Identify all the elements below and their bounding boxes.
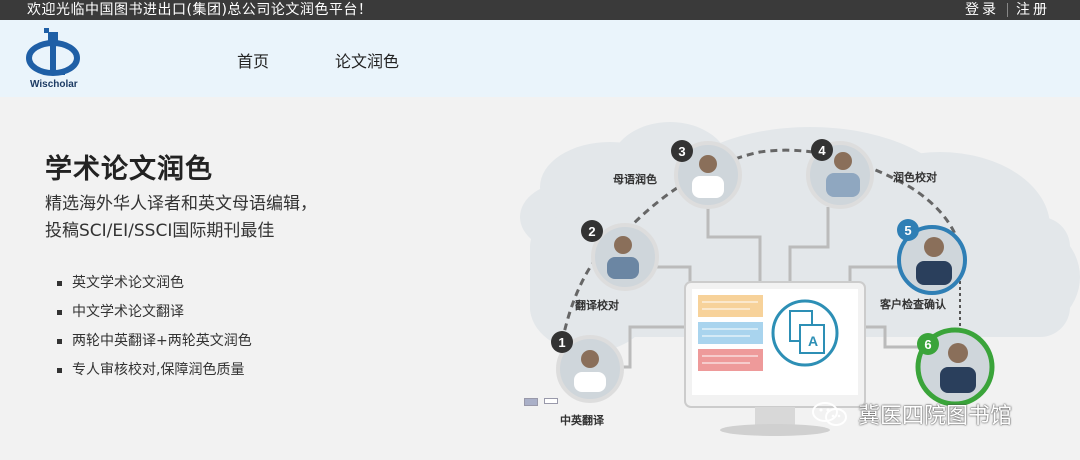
feature-item: 中文学术论文翻译 — [57, 302, 252, 331]
hero-subtitle-line1: 精选海外华人译者和英文母语编辑， — [45, 194, 317, 214]
svg-text:2: 2 — [588, 224, 595, 239]
step-node-3: 3 — [671, 140, 742, 209]
step-label-2: 翻译校对 — [575, 298, 619, 312]
nav-home[interactable]: 首页 — [237, 52, 270, 71]
logo-text: Wischolar — [30, 79, 78, 90]
wechat-icon — [812, 402, 847, 426]
nav-bar: Wischolar 首页 论文润色 — [0, 20, 1080, 97]
watermark: 冀医四院图书馆 — [812, 398, 1012, 430]
monitor-connectors — [590, 207, 920, 369]
bullet-icon — [57, 368, 62, 373]
wischolar-logo-icon[interactable] — [26, 28, 84, 90]
welcome-text: 欢迎光临中国图书进出口(集团)总公司论文润色平台！ — [27, 2, 373, 18]
step-node-6: 6 — [915, 327, 995, 407]
auth-links: 登录 注册 — [957, 0, 1058, 20]
pager-dot-active[interactable] — [524, 398, 538, 406]
top-bar: 欢迎光临中国图书进出口(集团)总公司论文润色平台！ 登录 注册 — [0, 0, 1080, 20]
step-label-1: 中英翻译 — [560, 413, 605, 427]
computer-monitor-icon: A — [684, 281, 866, 436]
watermark-text: 冀医四院图书馆 — [858, 404, 1013, 429]
step-node-1: 1 — [551, 331, 624, 403]
workflow-illustration: A 1 2 3 4 5 — [520, 122, 1080, 436]
feature-list: 英文学术论文润色 中文学术论文翻译 两轮中英翻译+两轮英文润色 专人审核校对,保… — [57, 273, 252, 389]
svg-text:3: 3 — [678, 144, 685, 159]
pager-dot[interactable] — [544, 398, 558, 404]
hero-title: 学术论文润色 — [45, 154, 213, 185]
step-label-5: 客户检查确认 — [879, 297, 947, 311]
carousel-pager — [524, 398, 558, 406]
svg-text:5: 5 — [904, 223, 911, 238]
hero-subtitle: 精选海外华人译者和英文母语编辑， 投稿SCI/EI/SSCI国际期刊最佳 — [45, 191, 317, 245]
svg-text:4: 4 — [818, 143, 826, 158]
nav-polish[interactable]: 论文润色 — [335, 52, 400, 71]
step-node-4: 4 — [806, 139, 874, 209]
hero-banner: 学术论文润色 精选海外华人译者和英文母语编辑， 投稿SCI/EI/SSCI国际期… — [0, 97, 1080, 460]
bullet-icon — [57, 310, 62, 315]
bullet-icon — [57, 339, 62, 344]
svg-text:6: 6 — [924, 337, 931, 352]
register-link[interactable]: 注册 — [1016, 2, 1050, 18]
svg-text:1: 1 — [558, 335, 565, 350]
feature-item: 专人审核校对,保障润色质量 — [57, 360, 252, 389]
login-link[interactable]: 登录 — [965, 2, 999, 18]
feature-item: 英文学术论文润色 — [57, 273, 252, 302]
auth-divider — [1007, 3, 1008, 17]
feature-item: 两轮中英翻译+两轮英文润色 — [57, 331, 252, 360]
bullet-icon — [57, 281, 62, 286]
svg-text:A: A — [808, 333, 818, 349]
hero-subtitle-line2: 投稿SCI/EI/SSCI国际期刊最佳 — [45, 221, 275, 241]
step-label-4: 润色校对 — [893, 170, 937, 184]
step-node-5: 5 — [897, 219, 967, 295]
step-label-3: 母语润色 — [613, 172, 657, 186]
step-node-2: 2 — [581, 220, 659, 291]
